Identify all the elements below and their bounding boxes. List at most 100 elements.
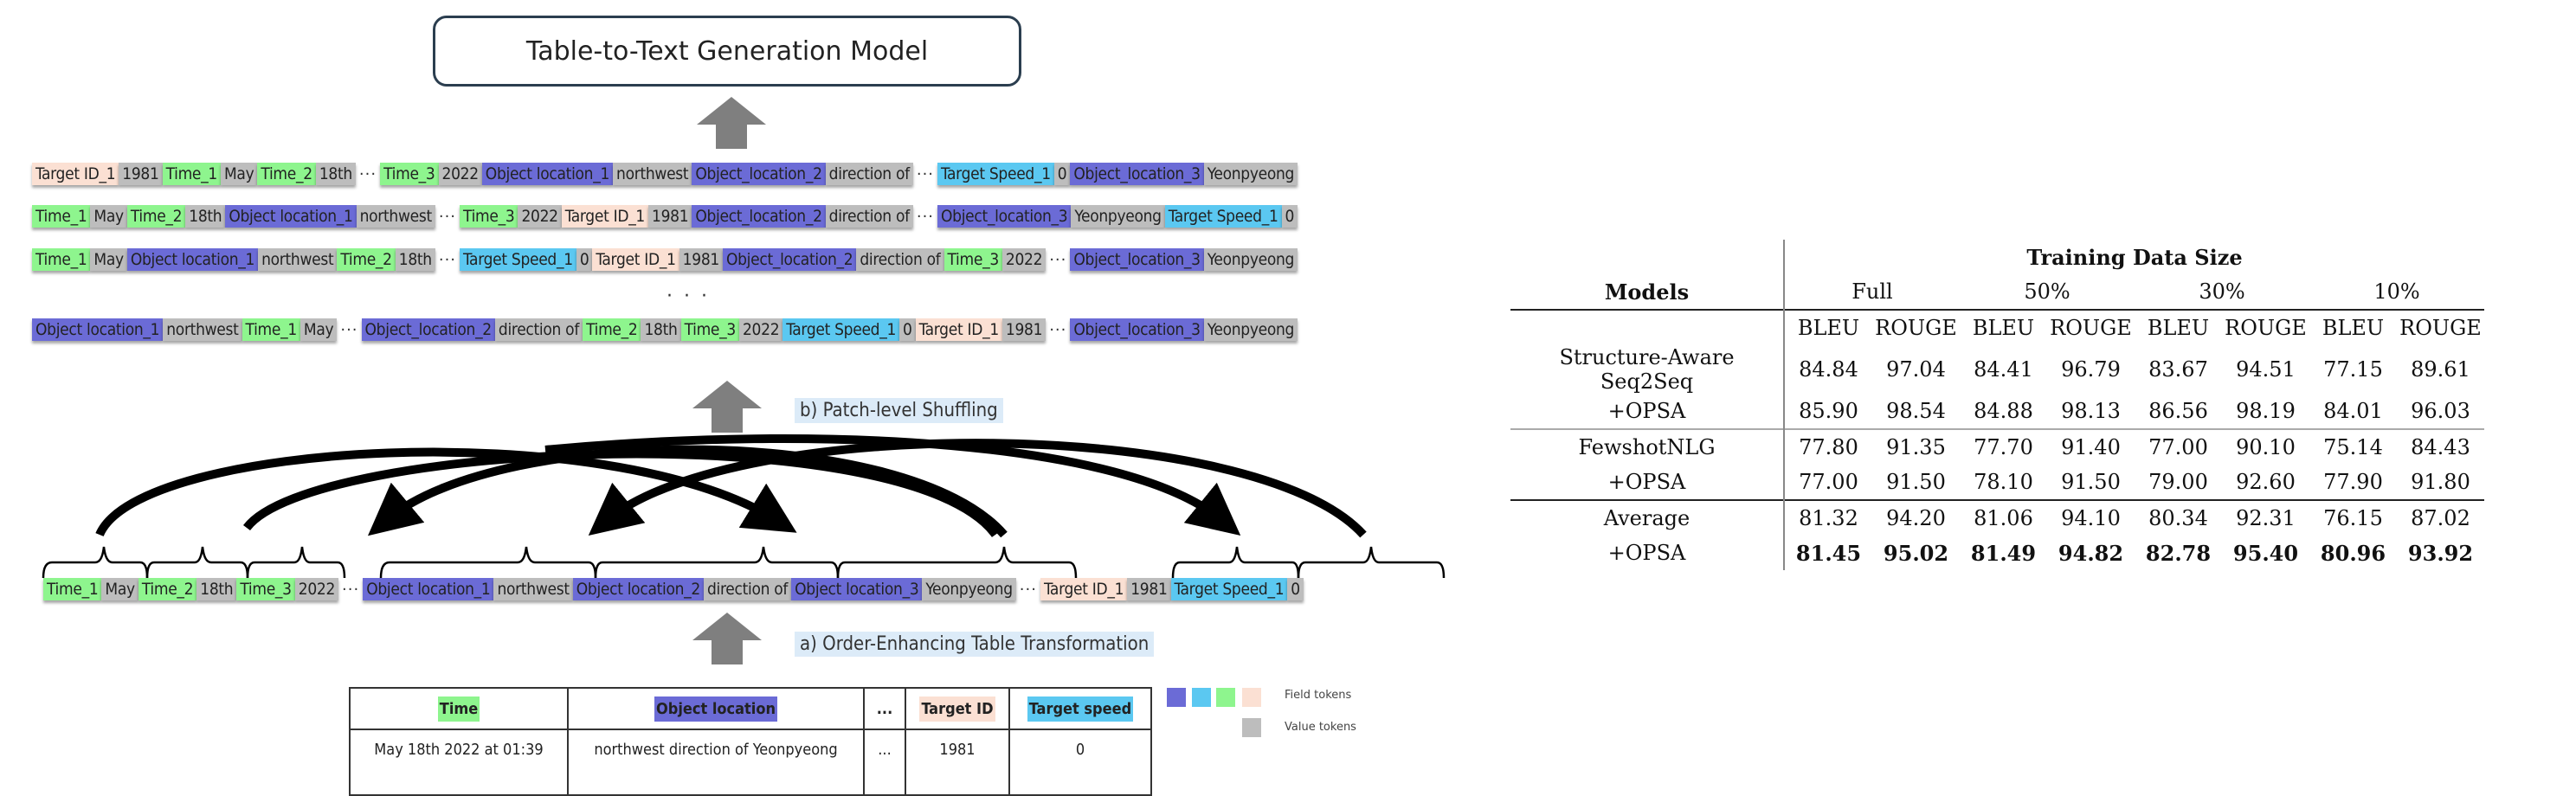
metric-header: ROUGE	[2222, 309, 2309, 345]
header-target-speed: Target speed	[1008, 687, 1152, 730]
field-token-location: Object location_2	[572, 578, 704, 600]
value-token: northwest	[613, 163, 692, 185]
value-token: 2022	[1001, 248, 1046, 271]
value-token: May	[220, 163, 258, 185]
shuffle-arc	[588, 439, 1367, 538]
score-cell: 91.35	[1872, 428, 1960, 465]
field-token-location: Object_location_2	[361, 318, 495, 341]
field-token-time: Time_1	[43, 578, 102, 600]
score-cell: 77.00	[2135, 428, 2222, 465]
up-arrow-icon	[697, 97, 766, 149]
model-name: +OPSA	[1510, 536, 1785, 570]
value-token: direction of	[825, 163, 913, 185]
cell-time: May 18th 2022 at 01:39	[349, 729, 569, 796]
value-token: Yeonpyeong	[922, 578, 1016, 600]
score-cell: 82.78	[2145, 540, 2212, 566]
field-token-time: Time_3	[236, 578, 295, 600]
field-token-location: Object_location_3	[1070, 318, 1204, 341]
field-token-time: Time_2	[257, 163, 316, 185]
field-token-location: Object_location_2	[692, 163, 826, 185]
score-cell: 76.15	[2309, 499, 2397, 536]
value-token: Yeonpyeong	[1203, 163, 1298, 185]
score-cell: 86.56	[2148, 399, 2208, 423]
field-token-location: Object_location_2	[692, 205, 826, 228]
header-target-speed-label: Target speed	[1027, 696, 1134, 722]
value-token: direction of	[856, 248, 944, 271]
group-header: Training Data Size	[2026, 244, 2243, 270]
score-cell: 91.50	[2061, 470, 2121, 494]
legend-value-label: Value tokens	[1285, 721, 1356, 734]
model-name: Structure-Aware Seq2Seq	[1510, 345, 1785, 394]
value-token: 18th	[315, 163, 356, 185]
score-cell: 79.00	[2148, 470, 2208, 494]
ellipsis: ···	[1019, 580, 1037, 599]
field-token-time: Time_2	[138, 578, 197, 600]
field-token-location: Object_location_3	[937, 205, 1072, 228]
up-arrow-icon	[692, 613, 762, 664]
header-location-label: Object location	[654, 696, 777, 722]
field-token-time: Time_2	[583, 318, 641, 341]
models-header: Models	[1510, 274, 1785, 310]
field-token-target-speed: Target Speed_1	[937, 163, 1054, 185]
cell-target-speed: 0	[1008, 729, 1152, 796]
score-cell: 83.67	[2148, 357, 2208, 382]
value-token: 2022	[518, 205, 562, 228]
ellipsis: ···	[1049, 320, 1067, 339]
score-cell: 80.96	[2320, 540, 2386, 566]
field-token-location: Object location_1	[225, 205, 357, 228]
legend-swatch-speed	[1192, 688, 1211, 707]
legend-swatch-value	[1242, 718, 1261, 737]
score-cell: 92.31	[2222, 499, 2309, 536]
size-header: Full	[1852, 279, 1893, 304]
field-token-time: Time_1	[242, 318, 300, 341]
header-ellipsis-label: ...	[876, 699, 893, 718]
cell-target-id: 1981	[905, 729, 1010, 796]
results-table: Training Data Size Models Full 50% 30% 1…	[1510, 240, 2484, 570]
field-token-target-speed: Target Speed_1	[1164, 205, 1282, 228]
vertical-ellipsis: · · ·	[667, 286, 710, 307]
transform-stage-label: a) Order-Enhancing Table Transformation	[795, 632, 1155, 657]
size-header: 30%	[2199, 279, 2245, 304]
score-cell: 97.04	[1886, 357, 1946, 382]
value-token: May	[90, 205, 127, 228]
score-cell: 91.50	[1886, 470, 1946, 494]
score-cell: 87.02	[2397, 499, 2484, 536]
header-object-location: Object location	[567, 687, 865, 730]
score-cell: 94.10	[2047, 499, 2135, 536]
value-token: Yeonpyeong	[1203, 248, 1298, 271]
score-cell: 91.80	[2411, 470, 2470, 494]
legend-field-label: Field tokens	[1285, 689, 1352, 702]
field-token-time: Time_3	[943, 248, 1002, 271]
value-token: May	[90, 248, 127, 271]
field-token-time: Time_3	[680, 318, 739, 341]
model-name: FewshotNLG	[1510, 428, 1785, 465]
value-token: Yeonpyeong	[1071, 205, 1165, 228]
score-cell: 81.32	[1784, 499, 1872, 536]
metric-header: BLEU	[2135, 309, 2222, 345]
ellipsis: ···	[342, 580, 360, 599]
header-ellipsis: ...	[863, 687, 906, 730]
size-header: 50%	[2024, 279, 2070, 304]
score-cell: 84.84	[1799, 357, 1858, 382]
metric-header: ROUGE	[2397, 309, 2484, 345]
field-token-location: Object_location_3	[1070, 248, 1204, 271]
field-token-target-id: Target ID_1	[592, 248, 679, 271]
value-token: 0	[576, 248, 593, 271]
score-cell: 96.79	[2061, 357, 2121, 382]
header-target-id: Target ID	[905, 687, 1010, 730]
value-token: 2022	[738, 318, 783, 341]
ellipsis: ···	[916, 207, 935, 226]
value-token: 1981	[679, 248, 723, 271]
value-token: May	[101, 578, 138, 600]
source-table: Time Object location ... Target ID Targe…	[349, 687, 1152, 796]
metric-header: BLEU	[2309, 309, 2397, 345]
metric-header: BLEU	[1784, 309, 1872, 345]
metric-header: ROUGE	[2047, 309, 2135, 345]
field-token-location: Object_location_3	[1070, 163, 1204, 185]
field-token-target-id: Target ID_1	[32, 163, 119, 185]
shuffle-arrows	[42, 434, 1446, 579]
